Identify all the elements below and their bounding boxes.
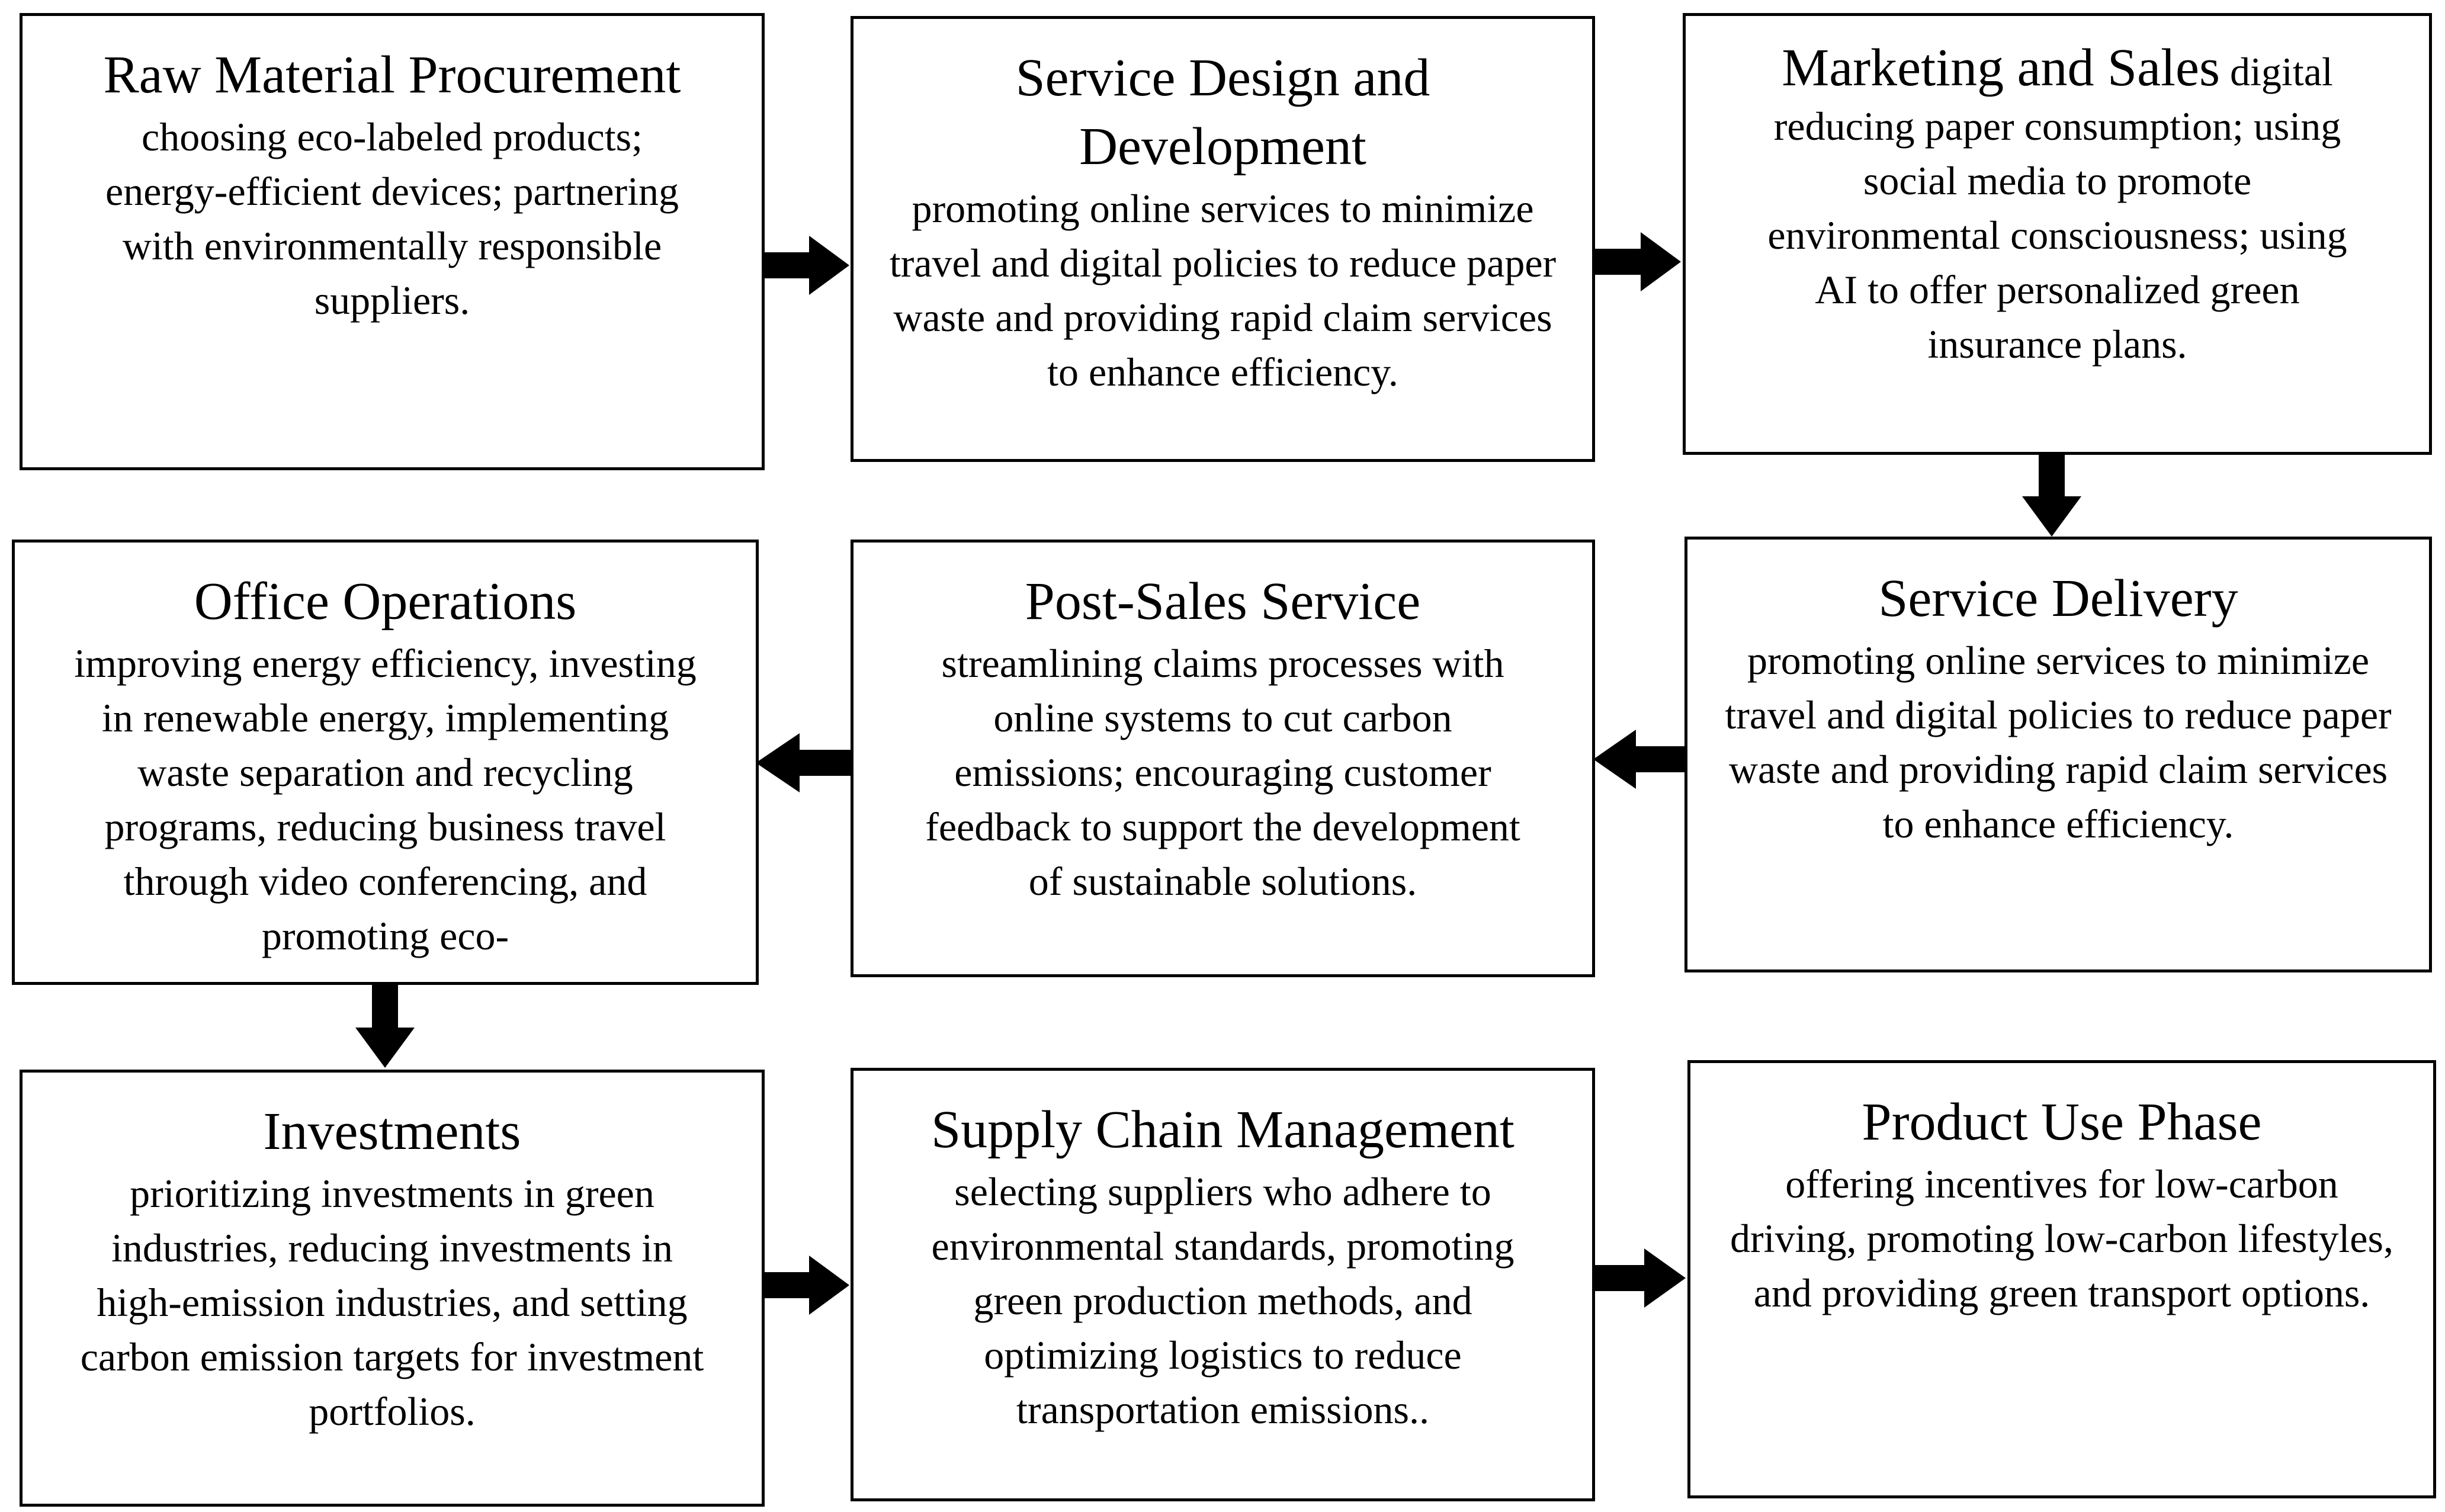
box-body: promoting online services to minimize tr… <box>1725 638 2392 846</box>
arrow-down-icon <box>2022 454 2081 537</box>
arrow-left-icon <box>1593 730 1684 789</box>
box-body: improving energy efficiency, investing i… <box>74 641 697 958</box>
arrow-right-icon <box>1593 1248 1686 1308</box>
post-sales-service-box: Post-Sales Service streamlining claims p… <box>851 540 1595 977</box>
box-title: Raw Material Procurement <box>103 46 681 104</box>
box-body: prioritizing investments in green indust… <box>80 1171 704 1434</box>
box-title: Investments <box>263 1102 521 1161</box>
box-body: streamlining claims processes with onlin… <box>925 641 1520 904</box>
box-title: Service Design and Development <box>1015 49 1430 176</box>
box-body: selecting suppliers who adhere to enviro… <box>931 1169 1515 1432</box>
arrow-right-icon <box>1593 232 1681 291</box>
box-body: choosing eco-labeled products; energy-ef… <box>105 114 679 323</box>
office-operations-box: Office Operations improving energy effic… <box>12 540 759 985</box>
box-body: promoting online services to minimize tr… <box>889 186 1557 394</box>
arrow-left-icon <box>756 733 851 792</box>
box-title: Service Delivery <box>1878 569 2238 628</box>
box-title: Office Operations <box>194 572 577 631</box>
box-body: digital reducing paper consumption; usin… <box>1767 49 2347 367</box>
arrow-down-icon <box>355 984 415 1068</box>
arrow-right-icon <box>762 1256 849 1315</box>
box-title: Product Use Phase <box>1862 1093 2262 1151</box>
box-title: Post-Sales Service <box>1025 572 1421 631</box>
box-body: offering incentives for low-carbon drivi… <box>1730 1161 2393 1315</box>
service-delivery-box: Service Delivery promoting online servic… <box>1684 537 2432 972</box>
supply-chain-management-box: Supply Chain Management selecting suppli… <box>851 1068 1595 1501</box>
raw-material-procurement-box: Raw Material Procurement choosing eco-la… <box>20 13 765 470</box>
service-design-box: Service Design and Development promoting… <box>851 16 1595 462</box>
arrow-right-icon <box>762 236 849 295</box>
investments-box: Investments prioritizing investments in … <box>20 1070 765 1507</box>
marketing-and-sales-box: Marketing and Sales digital reducing pap… <box>1683 13 2432 455</box>
product-use-phase-box: Product Use Phase offering incentives fo… <box>1687 1060 2436 1498</box>
box-title: Supply Chain Management <box>931 1100 1515 1159</box>
box-title: Marketing and Sales <box>1782 38 2221 97</box>
